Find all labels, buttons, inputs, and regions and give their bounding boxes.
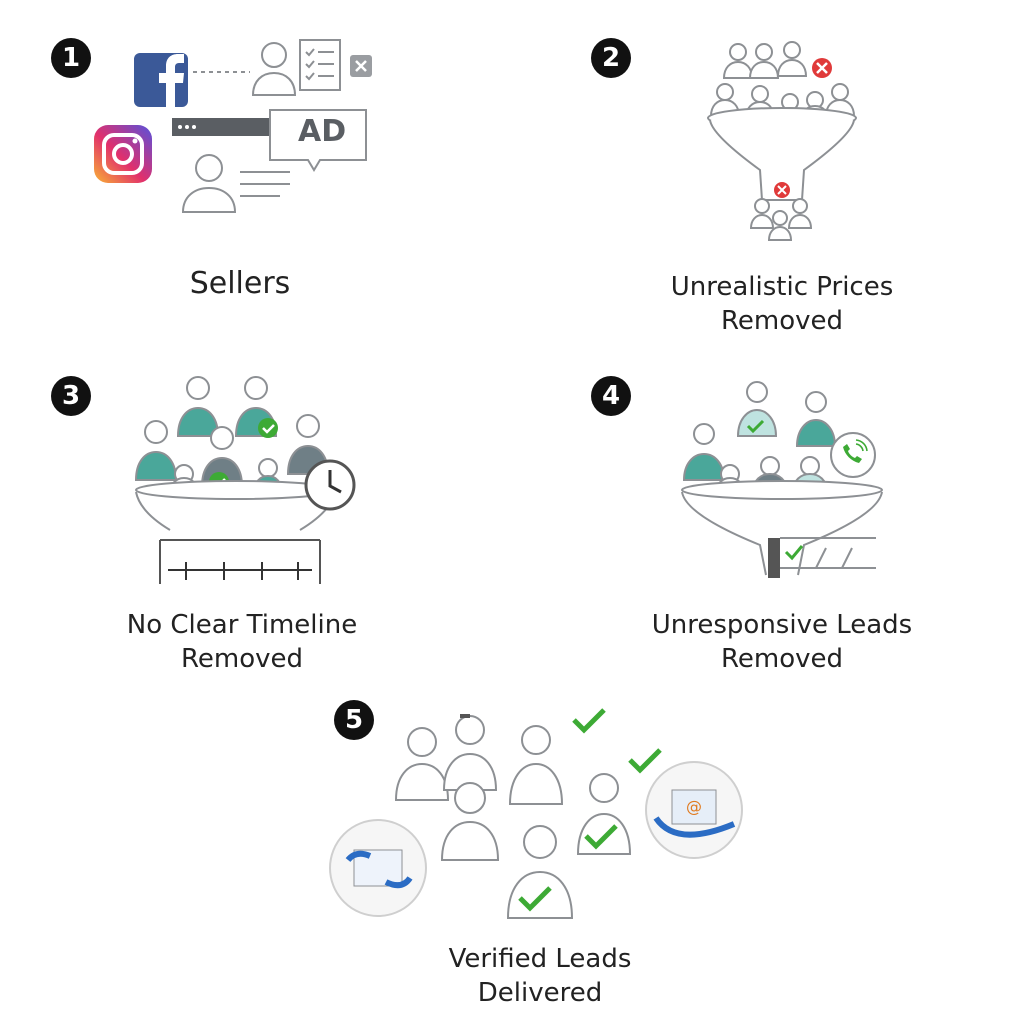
seller-person-icon-2 bbox=[181, 154, 237, 213]
check-icon bbox=[518, 708, 662, 912]
close-icon bbox=[350, 55, 372, 77]
people-group bbox=[394, 714, 632, 919]
ad-label: AD bbox=[298, 114, 347, 149]
ad-bubble-icon bbox=[269, 109, 367, 172]
timeline-icon bbox=[159, 539, 321, 584]
step-1-illustration bbox=[94, 39, 372, 213]
checklist-icon bbox=[299, 39, 341, 91]
step-3-caption: No Clear Timeline Removed bbox=[92, 608, 392, 676]
step-5-number: 5 bbox=[334, 700, 374, 740]
email-icon: @ bbox=[645, 761, 743, 859]
step-2-caption-line-1: Unrealistic Prices bbox=[670, 272, 894, 302]
step-5-illustration: @ bbox=[329, 708, 743, 919]
step-2-caption: Unrealistic Prices Removed bbox=[622, 270, 942, 338]
call-log-icon bbox=[768, 537, 876, 578]
facebook-icon bbox=[134, 53, 188, 107]
reject-icon bbox=[812, 58, 832, 78]
step-2-caption-line-2: Removed bbox=[720, 306, 843, 336]
svg-text:@: @ bbox=[686, 797, 702, 816]
phone-icon bbox=[830, 432, 876, 478]
step-1-caption-line-1: Sellers bbox=[189, 266, 291, 301]
step-3-caption-line-2: Removed bbox=[180, 644, 303, 674]
filtered-people bbox=[749, 198, 813, 241]
step-4-caption: Unresponsive Leads Removed bbox=[622, 608, 942, 676]
step-5-caption: Verified Leads Delivered bbox=[380, 942, 700, 1010]
step-3-number: 3 bbox=[51, 376, 91, 416]
clock-icon bbox=[304, 459, 356, 511]
step-2-number: 2 bbox=[591, 38, 631, 78]
step-4-caption-line-2: Removed bbox=[720, 644, 843, 674]
step-4-illustration bbox=[681, 381, 883, 578]
step-4-caption-line-1: Unresponsive Leads bbox=[651, 610, 913, 640]
step-3-illustration bbox=[134, 376, 356, 584]
email-sync-icon bbox=[329, 819, 427, 917]
seller-person-icon bbox=[251, 42, 297, 96]
step-2-illustration bbox=[707, 41, 857, 241]
reject-icon-2 bbox=[774, 182, 790, 198]
step-3-caption-line-1: No Clear Timeline bbox=[126, 610, 358, 640]
step-5-caption-line-2: Delivered bbox=[477, 978, 603, 1008]
step-1-caption: Sellers bbox=[140, 267, 340, 301]
instagram-icon bbox=[94, 125, 152, 183]
funnel-icon bbox=[681, 480, 883, 576]
step-1-number: 1 bbox=[51, 38, 91, 78]
funnel-icon bbox=[707, 107, 857, 201]
step-4-number: 4 bbox=[591, 376, 631, 416]
step-5-caption-line-1: Verified Leads bbox=[448, 944, 632, 974]
